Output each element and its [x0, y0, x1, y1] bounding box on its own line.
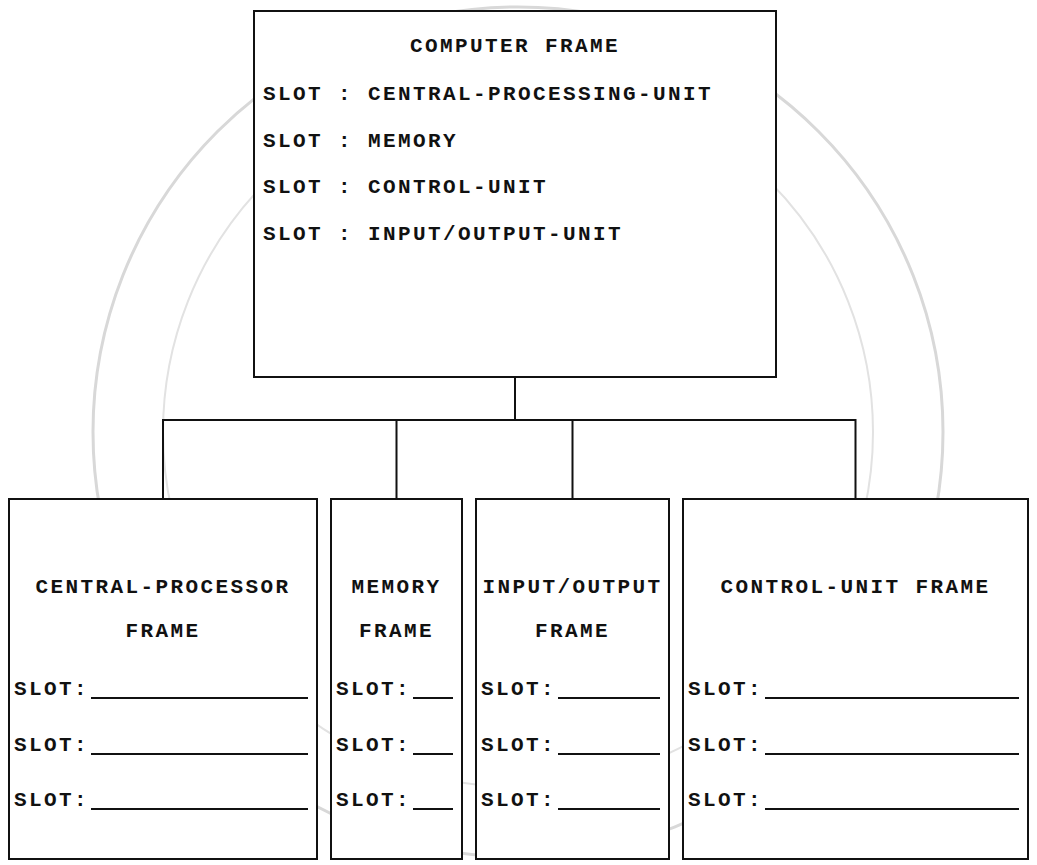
slot-blank-line — [765, 697, 1019, 699]
slot-label: SLOT: — [481, 678, 556, 702]
frame-box: COMPUTER FRAME SLOT : CENTRAL-PROCESSING-… — [253, 10, 777, 378]
slot-label: SLOT: — [14, 734, 89, 758]
slot-label: SLOT : MEMORY — [263, 130, 458, 154]
frame-title: INPUT/OUTPUT FRAME — [481, 566, 664, 654]
slot-blank-line — [558, 753, 660, 755]
tree-connector — [163, 378, 515, 498]
slot-row: SLOT: — [336, 789, 453, 813]
slot-row: SLOT: — [336, 678, 453, 702]
slot-row: SLOT: — [336, 734, 453, 758]
slot-row: SLOT: — [688, 734, 1019, 758]
slot-row: SLOT: — [481, 678, 660, 702]
slot-blank-line — [413, 753, 453, 755]
slot-blank-line — [765, 753, 1019, 755]
tree-connector — [515, 378, 856, 498]
slot-label: SLOT : CONTROL-UNIT — [263, 176, 548, 200]
slot-label: SLOT: — [14, 678, 89, 702]
slot-row: SLOT: — [688, 678, 1019, 702]
slot-label: SLOT : INPUT/OUTPUT-UNIT — [263, 223, 623, 247]
frame-title: MEMORY FRAME — [336, 566, 457, 654]
slot-blank-line — [91, 808, 308, 810]
slot-label: SLOT: — [336, 678, 411, 702]
tree-connector — [515, 378, 573, 498]
frame-box: MEMORY FRAME SLOT: SLOT: SLOT: — [330, 498, 463, 860]
slot-blank-line — [413, 697, 453, 699]
slot-label: SLOT: — [336, 734, 411, 758]
slot-blank-line — [91, 753, 308, 755]
slot-row: SLOT: — [14, 734, 308, 758]
frame-box: CENTRAL-PROCESSOR FRAME SLOT: SLOT: SLOT: — [8, 498, 318, 860]
slot-blank-line — [765, 808, 1019, 810]
frame-box: CONTROL-UNIT FRAME SLOT: SLOT: SLOT: — [682, 498, 1029, 860]
frame-title: CONTROL-UNIT FRAME — [688, 566, 1023, 610]
slot-blank-line — [558, 808, 660, 810]
slot-label: SLOT : CENTRAL-PROCESSING-UNIT — [263, 83, 713, 107]
slot-row: SLOT: — [481, 734, 660, 758]
slot-label: SLOT: — [688, 678, 763, 702]
slot-row: SLOT: — [481, 789, 660, 813]
slot-blank-line — [558, 697, 660, 699]
slot-row: SLOT: — [14, 678, 308, 702]
frame-title: COMPUTER FRAME — [259, 35, 771, 59]
tree-connector — [397, 378, 516, 498]
slot-label: SLOT: — [481, 734, 556, 758]
slot-blank-line — [413, 808, 453, 810]
slot-row: SLOT: — [688, 789, 1019, 813]
slot-row: SLOT: — [14, 789, 308, 813]
slot-label: SLOT: — [688, 734, 763, 758]
slot-label: SLOT: — [14, 789, 89, 813]
slot-label: SLOT: — [481, 789, 556, 813]
slot-label: SLOT: — [336, 789, 411, 813]
slot-label: SLOT: — [688, 789, 763, 813]
slot-blank-line — [91, 697, 308, 699]
frame-title: CENTRAL-PROCESSOR FRAME — [14, 566, 312, 654]
frame-box: INPUT/OUTPUT FRAME SLOT: SLOT: SLOT: — [475, 498, 670, 860]
